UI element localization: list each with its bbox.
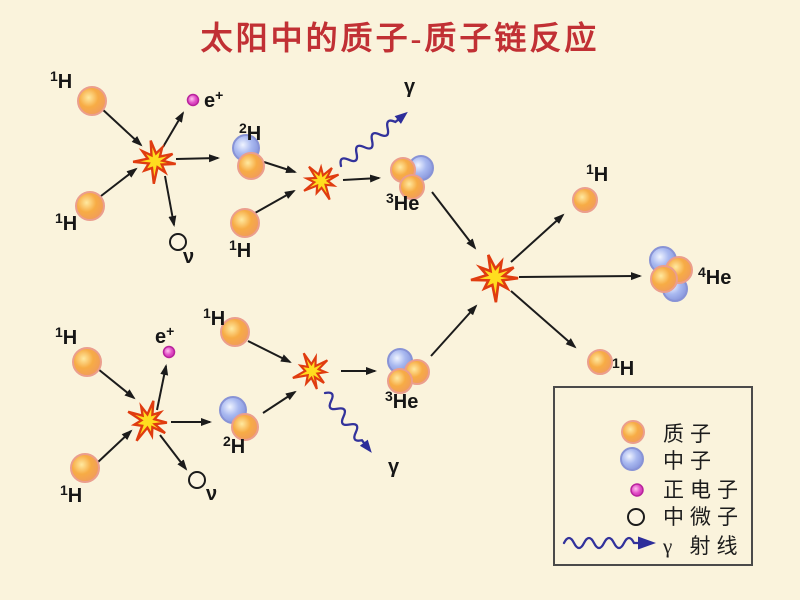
reaction-arrow: [164, 175, 177, 227]
proton: [572, 187, 598, 213]
label-h2: 2H: [239, 120, 261, 145]
reaction-arrow: [175, 154, 220, 163]
positron: [162, 345, 176, 359]
proton: [231, 413, 259, 441]
positron-icon: [630, 483, 644, 497]
label-h1: 1H: [203, 305, 225, 330]
proton: [220, 317, 250, 347]
reaction-arrow: [100, 167, 138, 197]
label-h1: 1H: [229, 237, 251, 262]
label-positron: e+: [155, 323, 174, 348]
helium3-nucleus: [387, 348, 430, 394]
proton: [237, 152, 265, 180]
helium4-nucleus: [649, 246, 693, 302]
proton: [72, 347, 102, 377]
label-h1: 1H: [55, 210, 77, 235]
reaction-arrow: [254, 190, 296, 214]
label-he3: 3He: [386, 190, 419, 215]
proton-icon: [621, 420, 645, 444]
label-neutrino: ν: [206, 483, 217, 505]
label-h1: 1H: [612, 355, 634, 380]
reaction-arrow: [247, 340, 292, 363]
label-h1: 1H: [586, 161, 608, 186]
label-positron: e+: [204, 87, 223, 112]
neutrino: [188, 471, 206, 489]
reaction-arrow: [162, 111, 185, 148]
label-he3: 3He: [385, 388, 418, 413]
reaction-arrow: [262, 390, 297, 414]
proton: [587, 349, 613, 375]
neutrino: [169, 233, 187, 251]
reaction-arrows: [96, 107, 642, 471]
gamma-ray-wave: [339, 111, 408, 168]
gamma-ray-wave: [323, 391, 372, 453]
reaction-arrow: [159, 434, 188, 471]
reaction-arrow: [430, 304, 478, 357]
proton: [650, 265, 678, 293]
reaction-arrow: [156, 364, 169, 411]
label-he4: 4He: [698, 264, 731, 289]
label-h2: 2H: [223, 433, 245, 458]
reaction-arrow: [100, 107, 143, 147]
reaction-arrow: [510, 290, 577, 349]
reaction-arrow: [510, 213, 565, 263]
legend-box: [553, 386, 753, 566]
neutrino-icon: [627, 508, 645, 526]
legend-label-neutron: 中子: [663, 449, 717, 473]
reaction-arrow: [431, 191, 477, 250]
label-neutrino: ν: [183, 246, 194, 268]
label-gamma: γ: [404, 76, 416, 98]
positron: [186, 93, 200, 107]
label-h1: 1H: [55, 324, 77, 349]
proton: [70, 453, 100, 483]
legend-label-neutrino: 中微子: [663, 505, 744, 529]
deuterium-nucleus: [232, 134, 265, 180]
legend-label-positron: 正电子: [663, 478, 744, 502]
label-gamma: γ: [388, 456, 400, 478]
proton: [75, 191, 105, 221]
proton: [387, 368, 413, 394]
deuterium-nucleus: [219, 396, 259, 441]
diagram-title: 太阳中的质子-质子链反应: [201, 20, 600, 56]
label-h1: 1H: [60, 482, 82, 507]
reaction-arrow: [97, 368, 136, 400]
neutron-icon: [620, 447, 644, 471]
proton: [230, 208, 260, 238]
reaction-arrow: [263, 161, 297, 174]
proton: [399, 174, 425, 200]
legend-label-gamma-ray: γ 射线: [662, 534, 744, 558]
helium3-nucleus: [390, 155, 434, 200]
reaction-arrow: [96, 429, 133, 464]
reaction-arrow: [342, 174, 381, 183]
reaction-arrow: [518, 272, 642, 281]
legend: 质子 中子 正电子 中微子 γ 射线: [553, 386, 753, 566]
legend-label-proton: 质子: [663, 422, 717, 446]
proton: [77, 86, 107, 116]
label-h1: 1H: [50, 68, 72, 93]
gamma-ray-icon: [562, 536, 656, 550]
